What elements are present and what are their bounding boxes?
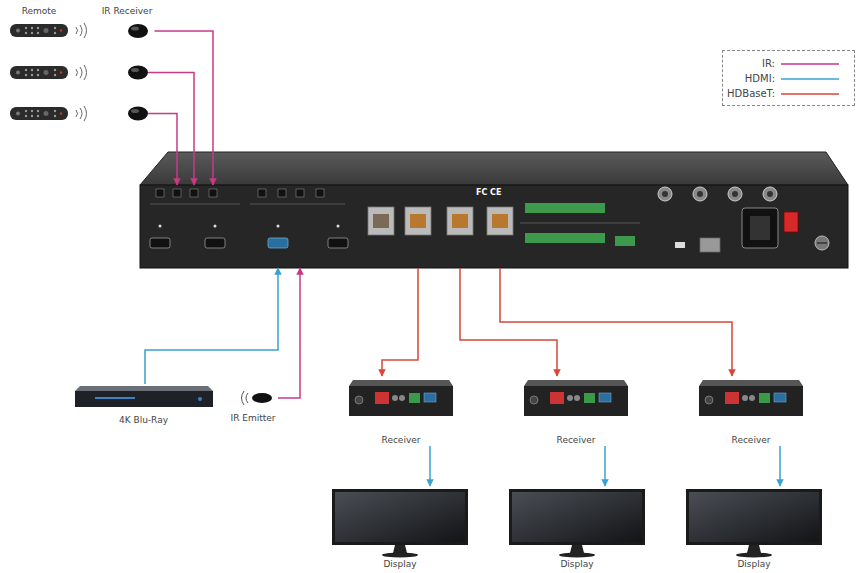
node-label: FC CE [476, 187, 501, 198]
hdmi-cable [779, 446, 781, 486]
legend-row: HDMI: [723, 71, 854, 86]
node-label: Display [737, 559, 770, 570]
hdbaset-receiver [524, 380, 628, 416]
ir-cable [278, 268, 300, 398]
node-label: Display [560, 559, 593, 570]
display-monitor [332, 489, 468, 558]
display-box: Display [330, 486, 470, 570]
display-box: Display [507, 486, 647, 570]
legend-box: IR: HDMI: HDBaseT: [722, 50, 855, 106]
node-label: Display [383, 559, 416, 570]
hdmi-cable [145, 268, 278, 384]
remote-control [10, 107, 68, 120]
receiver-box: Receiver [345, 376, 457, 446]
display-monitor [686, 489, 822, 558]
ir-cable [148, 73, 194, 186]
legend-text: HDBaseT: [723, 88, 775, 100]
remote-label-box: Remote [8, 6, 70, 42]
node-label: Receiver [557, 435, 596, 446]
ir-cable [155, 31, 214, 185]
ir-emitter-icon [242, 391, 273, 405]
ir-emitter-box: IR Emitter [228, 388, 278, 424]
node-label: Receiver [382, 435, 421, 446]
receiver-box: Receiver [520, 376, 632, 446]
legend-row: IR: [723, 56, 854, 71]
legend-text: HDMI: [723, 73, 775, 85]
hdbaset-receiver [349, 380, 453, 416]
legend-text: IR: [723, 58, 775, 70]
remote-control [10, 66, 68, 79]
hdbt-cable [500, 268, 732, 376]
remote-control [10, 24, 68, 37]
hdbt-cable [382, 268, 418, 376]
receiver-box: Receiver [695, 376, 807, 446]
ir-receiver-icon [128, 24, 148, 121]
hdmi-cable [429, 446, 431, 486]
node-label: IR Emitter [230, 413, 275, 424]
bluray-player [75, 386, 213, 407]
matrix-switcher [140, 152, 848, 268]
hdbaset-receiver [699, 380, 803, 416]
node-label: IR Receiver [102, 6, 153, 17]
matrix-switcher-box: FC CE [140, 185, 848, 268]
bluray-player-box: 4K Blu-Ray [72, 384, 215, 426]
ir-receiver-box: IR Receiver [100, 6, 155, 42]
legend-row: HDBaseT: [723, 86, 854, 101]
display-box: Display [684, 486, 824, 570]
legend-line-sample [781, 59, 839, 69]
ir-signal-waves [76, 23, 87, 121]
node-label: Receiver [732, 435, 771, 446]
legend-line-sample [781, 74, 839, 84]
hdmi-cable [604, 446, 606, 486]
legend-line-sample [781, 89, 839, 99]
display-monitor [509, 489, 645, 558]
node-label: 4K Blu-Ray [119, 415, 168, 426]
node-label: Remote [22, 6, 57, 17]
